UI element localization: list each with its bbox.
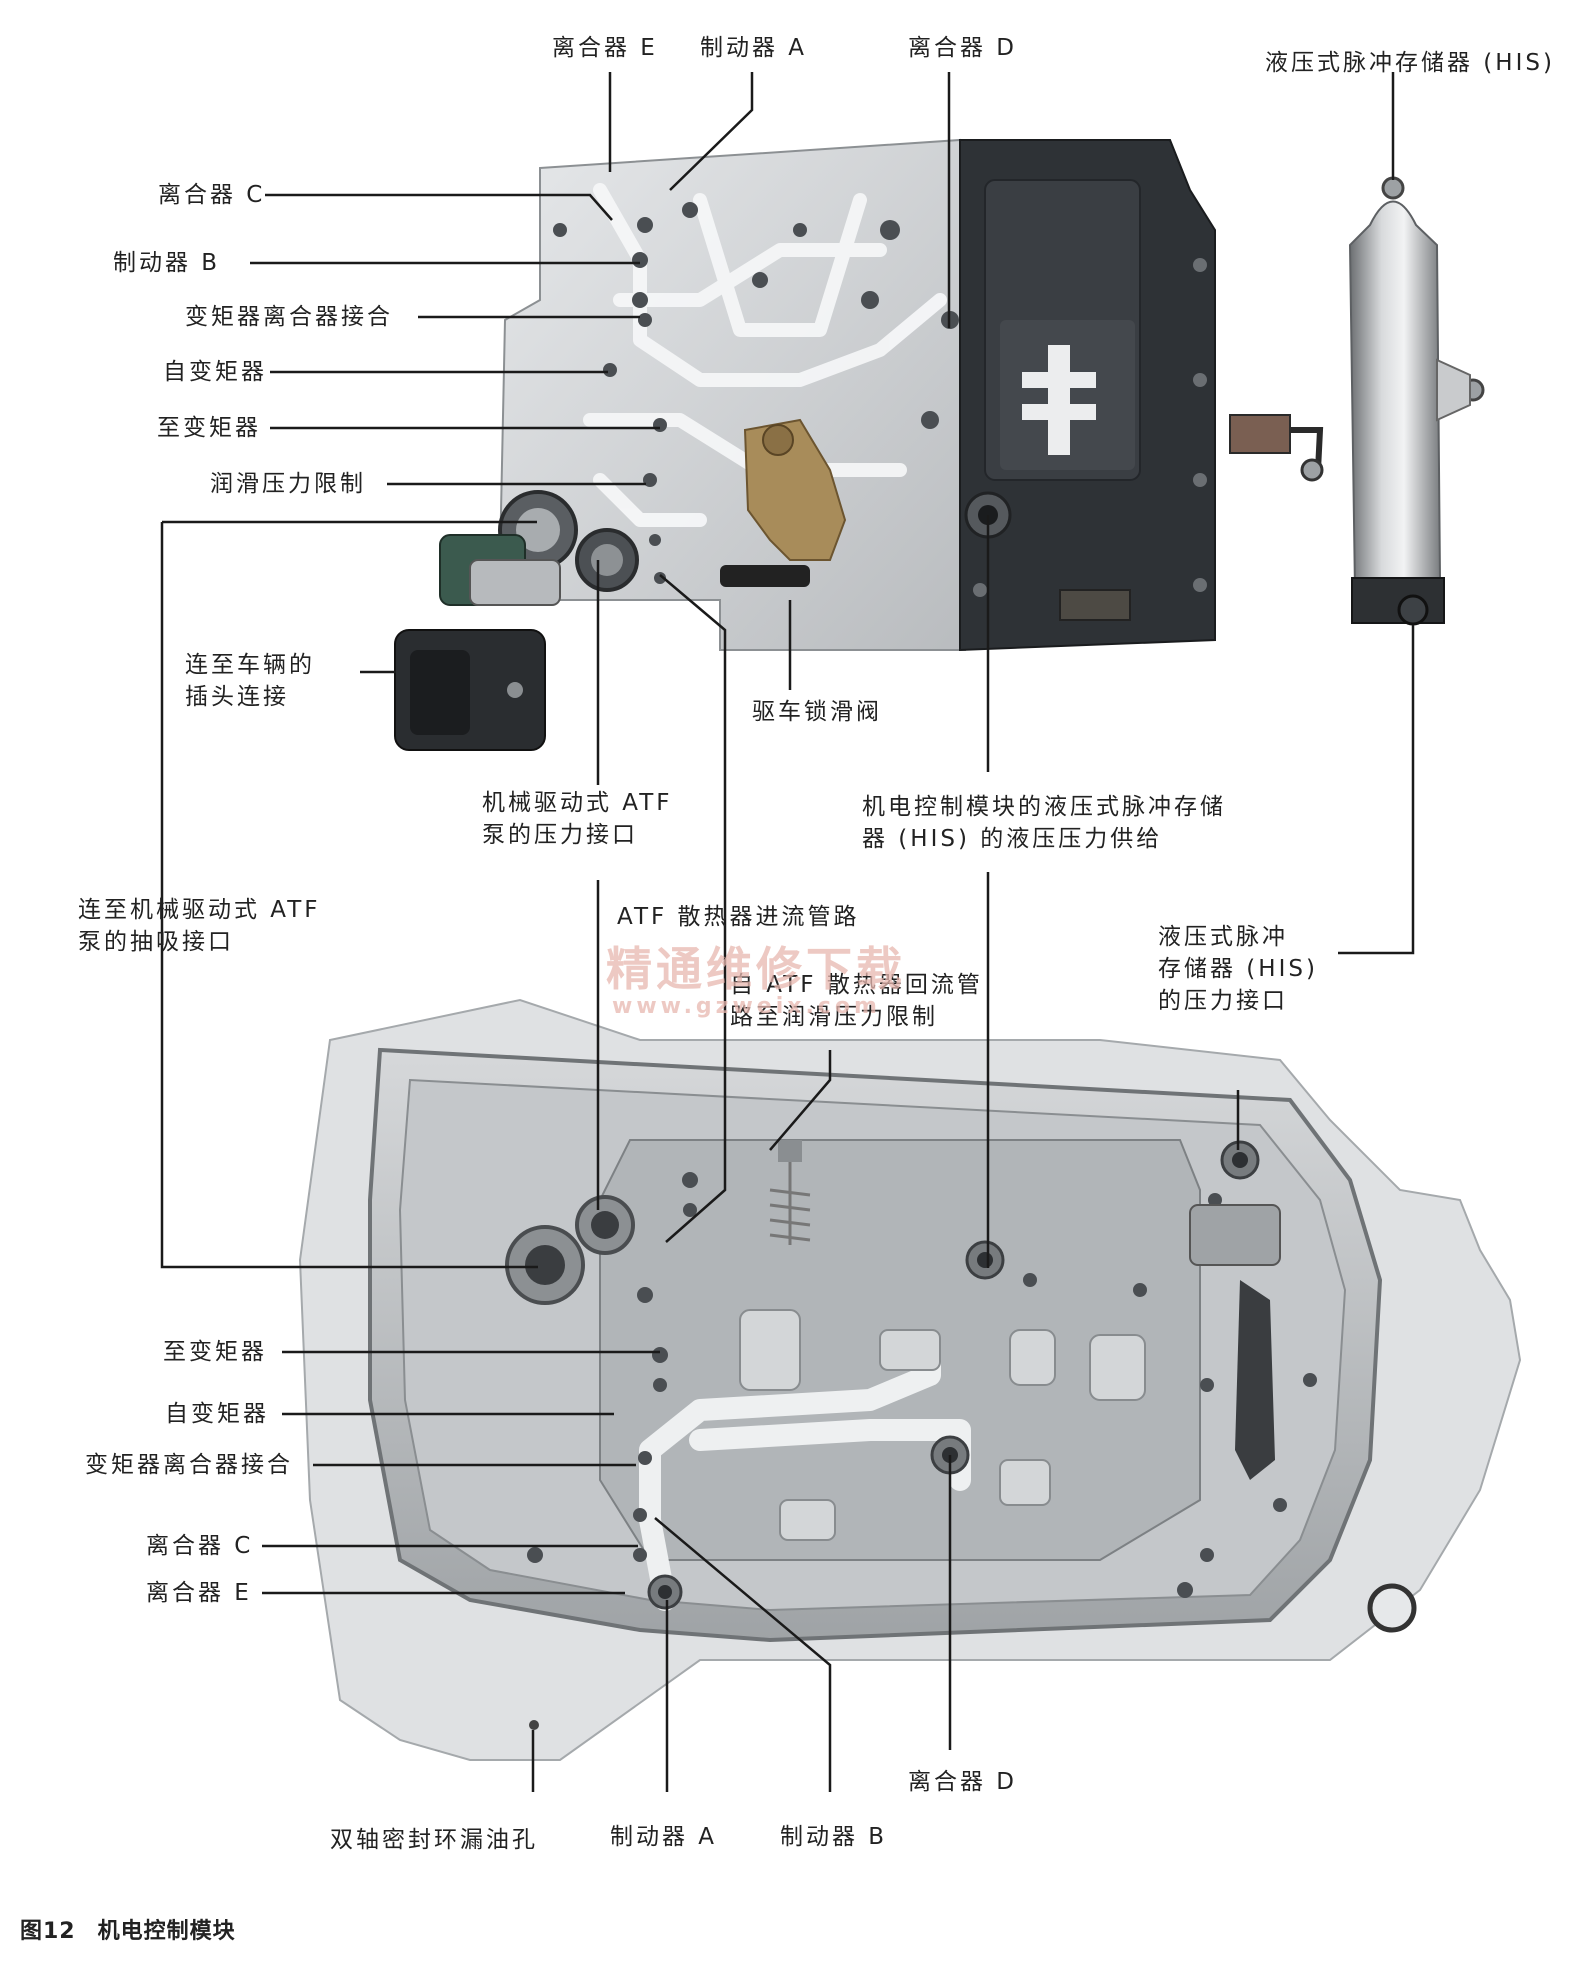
label-top-clutch-e: 离合器 E	[552, 35, 658, 61]
label-top-clutch-c: 离合器 C	[158, 182, 266, 208]
figure-caption: 图12 机电控制模块	[20, 1913, 258, 1945]
label-cooler-return-2: 路至润滑压力限制	[730, 1004, 938, 1030]
label-pump-pressure-2: 泵的压力接口	[482, 822, 638, 848]
label-vehicle-plug-1: 连至车辆的	[185, 652, 315, 678]
label-his-port-2: 存储器 (HIS)	[1158, 956, 1318, 982]
label-cooler-return-1: 自 ATF 散热器回流管	[730, 972, 983, 998]
label-top-clutch-d: 离合器 D	[908, 35, 1018, 61]
label-bottom-clutch-d: 离合器 D	[908, 1769, 1018, 1795]
label-bottom-tcc-apply: 变矩器离合器接合	[85, 1452, 293, 1478]
label-top-brake-b: 制动器 B	[113, 250, 221, 276]
figure-title: 机电控制模块	[97, 1919, 236, 1944]
label-pump-pressure-1: 机械驱动式 ATF	[482, 790, 673, 816]
label-top-tcc-apply: 变矩器离合器接合	[185, 304, 393, 330]
label-shaft-seal-leak: 双轴密封环漏油孔	[330, 1827, 538, 1853]
watermark-text: 精通维修下载	[606, 942, 906, 996]
label-top-lube-limit: 润滑压力限制	[210, 471, 366, 497]
label-top-brake-a: 制动器 A	[700, 35, 808, 61]
label-park-lock-valve: 驱车锁滑阀	[752, 699, 882, 725]
figure-number: 图12	[20, 1919, 76, 1944]
label-vehicle-plug-2: 插头连接	[185, 684, 289, 710]
label-bottom-brake-b: 制动器 B	[780, 1824, 888, 1850]
label-bottom-clutch-c: 离合器 C	[146, 1533, 254, 1559]
label-pump-suction-2: 泵的抽吸接口	[78, 929, 234, 955]
label-pump-suction-1: 连至机械驱动式 ATF	[78, 897, 321, 923]
label-bottom-to-converter: 至变矩器	[163, 1339, 267, 1365]
label-cooler-inlet: ATF 散热器进流管路	[617, 904, 860, 930]
bottom-transmission-housing	[298, 998, 1522, 1761]
leader-lines	[160, 72, 1415, 1792]
label-top-to-converter: 至变矩器	[157, 415, 261, 441]
label-his-supply-2: 器 (HIS) 的液压压力供给	[862, 826, 1163, 852]
label-bottom-clutch-e: 离合器 E	[146, 1580, 252, 1606]
watermark-url: www.gzweix.com	[612, 994, 881, 1019]
label-his-port-3: 的压力接口	[1158, 988, 1288, 1014]
his-accumulator	[1348, 176, 1485, 626]
label-top-his: 液压式脉冲存储器 (HIS)	[1265, 50, 1555, 76]
label-his-port-1: 液压式脉冲	[1158, 924, 1288, 950]
label-bottom-brake-a: 制动器 A	[610, 1824, 718, 1850]
label-bottom-from-converter: 自变矩器	[165, 1401, 269, 1427]
label-top-from-converter: 自变矩器	[163, 359, 267, 385]
top-valve-body	[394, 138, 1324, 751]
label-his-supply-1: 机电控制模块的液压式脉冲存储	[862, 794, 1226, 820]
